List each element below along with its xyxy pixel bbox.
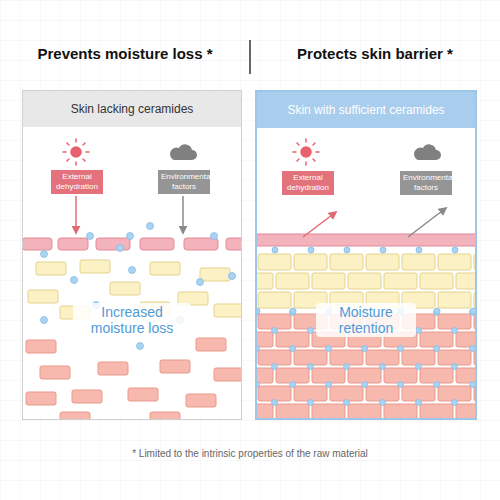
effect-label: Increased moisture loss — [73, 303, 191, 337]
factor-label: External dehydration — [285, 173, 331, 193]
factor-tag: Environmental factors — [158, 170, 210, 194]
factor-tag: External dehydration — [51, 170, 103, 194]
footnote: * Limited to the intrinsic properties of… — [20, 448, 480, 459]
panel-header: Skin lacking ceramides — [23, 91, 241, 127]
column-heading: Protects skin barrier * — [260, 45, 490, 62]
panel-header: Skin with sufficient ceramides — [257, 92, 475, 128]
factor-label: External dehydration — [54, 172, 100, 192]
skin-panel: Skin with sufficient ceramidesExternal d… — [255, 90, 477, 420]
factor-tag: External dehydration — [282, 171, 334, 195]
skin-panel: Skin lacking ceramidesExternal dehydrati… — [22, 90, 242, 420]
factor-label: Environmental factors — [161, 172, 207, 192]
effect-label: Moisture retention — [316, 303, 416, 337]
column-heading: Prevents moisture loss * — [10, 45, 240, 62]
factor-tag: Environmental factors — [400, 171, 452, 195]
factor-label: Environmental factors — [403, 173, 449, 193]
